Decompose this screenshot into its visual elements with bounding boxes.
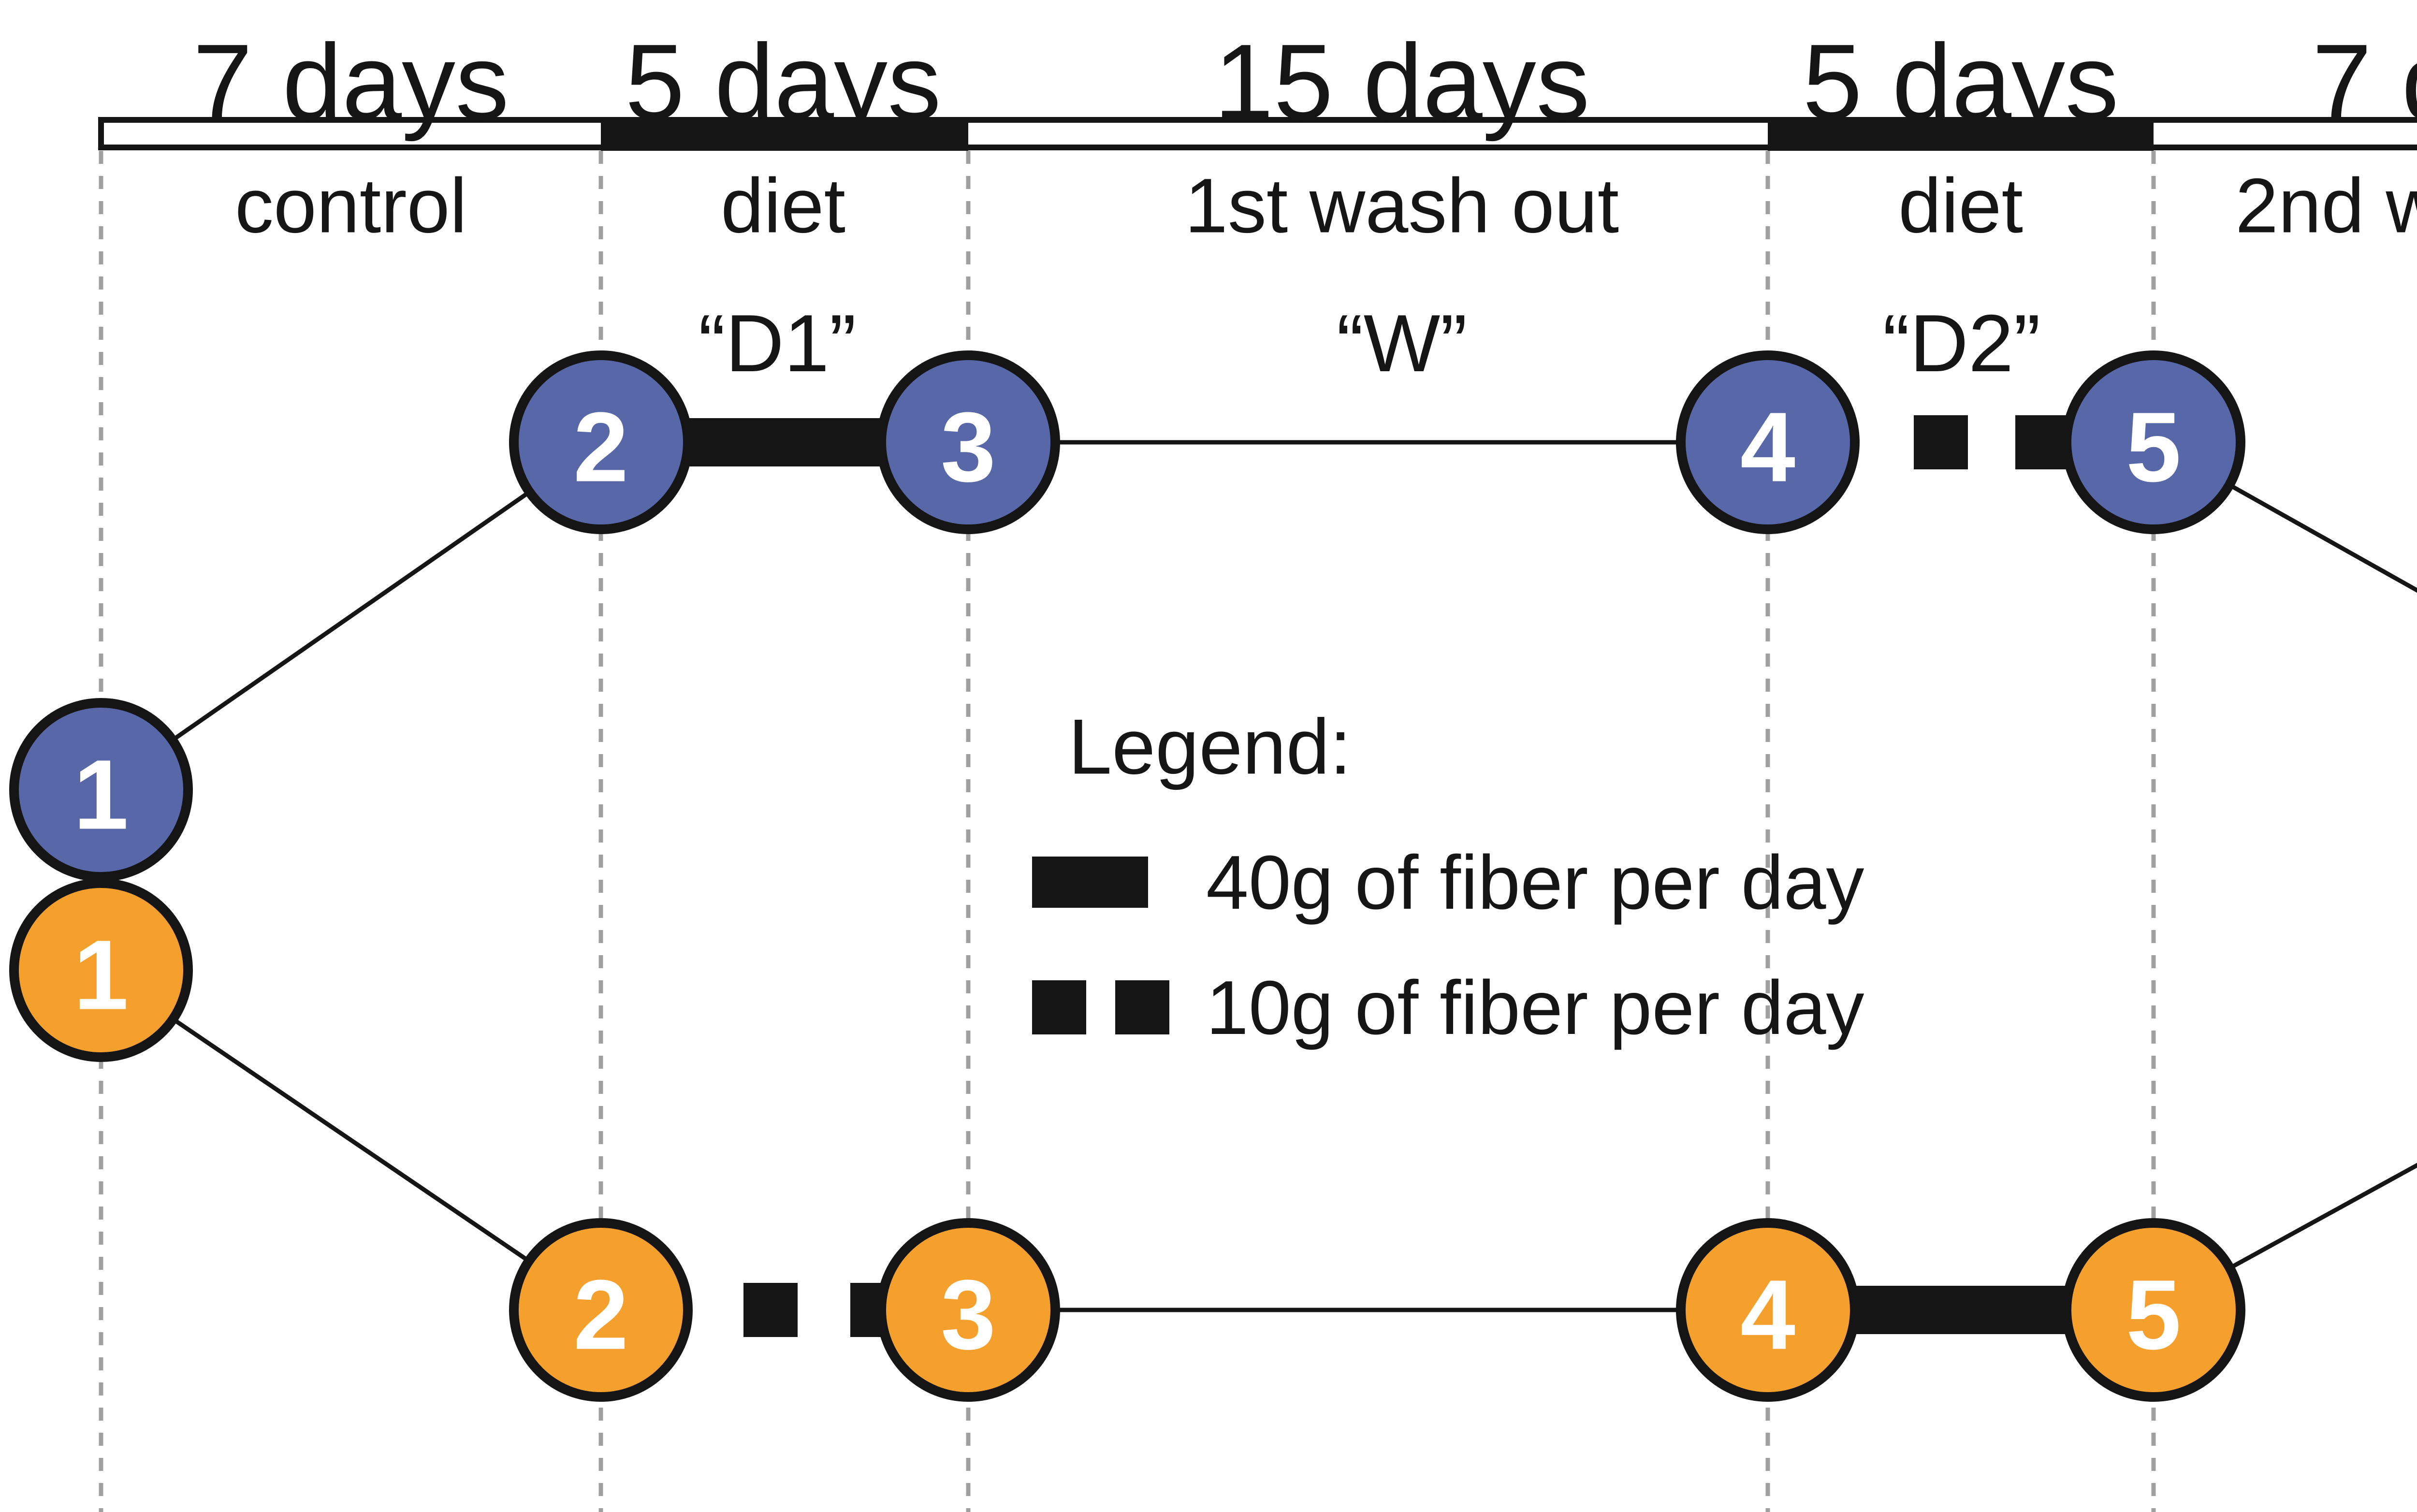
legend-10g-swatch-1: [1032, 980, 1086, 1034]
connector-lines: [100, 440, 2417, 1312]
connector-blue-5-6: [2152, 440, 2417, 593]
visit-number-orange-5: 5: [2126, 1260, 2181, 1370]
visit-number-blue-3: 3: [941, 392, 996, 503]
duration-label-2: 5 days: [625, 22, 941, 142]
duration-label-4: 5 days: [1803, 22, 2119, 142]
period-code-labels: “D1” “W” “D2”: [699, 298, 2041, 389]
visit-number-orange-3: 3: [941, 1260, 996, 1370]
visit-number-orange-4: 4: [1740, 1260, 1795, 1370]
low-fiber-square-orange-1: [743, 1283, 798, 1337]
visit-circle-blue-3: [876, 350, 1060, 534]
orange-arm: 1 2 3 4 5 6: [9, 878, 2245, 1402]
visit-number-orange-2: 2: [573, 1260, 628, 1370]
phase-label-4: diet: [1898, 162, 2023, 249]
visit-circle-blue-1: [9, 698, 193, 882]
legend-40g-label: 40g of fiber per day: [1206, 840, 1864, 925]
visit-number-blue-1: 1: [73, 740, 129, 850]
visit-circle-orange-5: [2062, 1218, 2245, 1402]
duration-label-1: 7 days: [193, 22, 509, 142]
visit-circle-orange-3: [876, 1218, 1060, 1402]
blue-arm: 1 2 3 4 5 6: [9, 350, 2245, 882]
phase-labels: control diet 1st wash out diet 2nd wash …: [235, 162, 2417, 249]
visit-circle-blue-5: [2062, 350, 2245, 534]
legend: Legend: 40g of fiber per day 10g of fibe…: [1032, 703, 1864, 1050]
low-fiber-square-blue-2: [2015, 415, 2069, 469]
phase-label-2: diet: [721, 162, 845, 249]
connector-orange-1-2: [100, 968, 602, 1312]
low-fiber-square-blue-1: [1914, 415, 1968, 469]
legend-10g-swatch-2: [1115, 980, 1169, 1034]
visit-circle-orange-2: [509, 1218, 693, 1402]
connector-orange-5-6: [2152, 1163, 2417, 1312]
timeline-bar: [98, 117, 2417, 151]
code-label-d1: “D1”: [699, 298, 857, 389]
visit-circle-blue-4: [1676, 350, 1860, 534]
code-label-d2: “D2”: [1883, 298, 2041, 389]
legend-10g-label: 10g of fiber per day: [1206, 965, 1864, 1050]
phase-label-5: 2nd wash out: [2235, 162, 2417, 249]
phase-label-3: 1st wash out: [1185, 162, 1619, 249]
visit-number-blue-4: 4: [1740, 392, 1795, 503]
legend-title: Legend:: [1068, 703, 1352, 791]
code-label-w: “W”: [1337, 298, 1467, 389]
duration-label-5: 7 days: [2312, 22, 2417, 142]
timeline-diet1-segment: [601, 117, 968, 151]
timeline-diet2-segment: [1768, 117, 2154, 151]
phase-label-1: control: [235, 162, 467, 249]
visit-number-orange-1: 1: [73, 920, 129, 1031]
visit-circle-orange-4: [1676, 1218, 1860, 1402]
duration-labels: 7 days 5 days 15 days 5 days 7 days: [193, 22, 2417, 142]
visit-number-blue-5: 5: [2126, 392, 2181, 503]
legend-40g-swatch: [1032, 857, 1148, 908]
visit-circle-blue-2: [509, 350, 693, 534]
duration-label-3: 15 days: [1214, 22, 1590, 142]
visit-number-blue-2: 2: [573, 392, 628, 503]
connector-blue-1-2: [100, 440, 602, 792]
visit-circle-orange-1: [9, 878, 193, 1062]
